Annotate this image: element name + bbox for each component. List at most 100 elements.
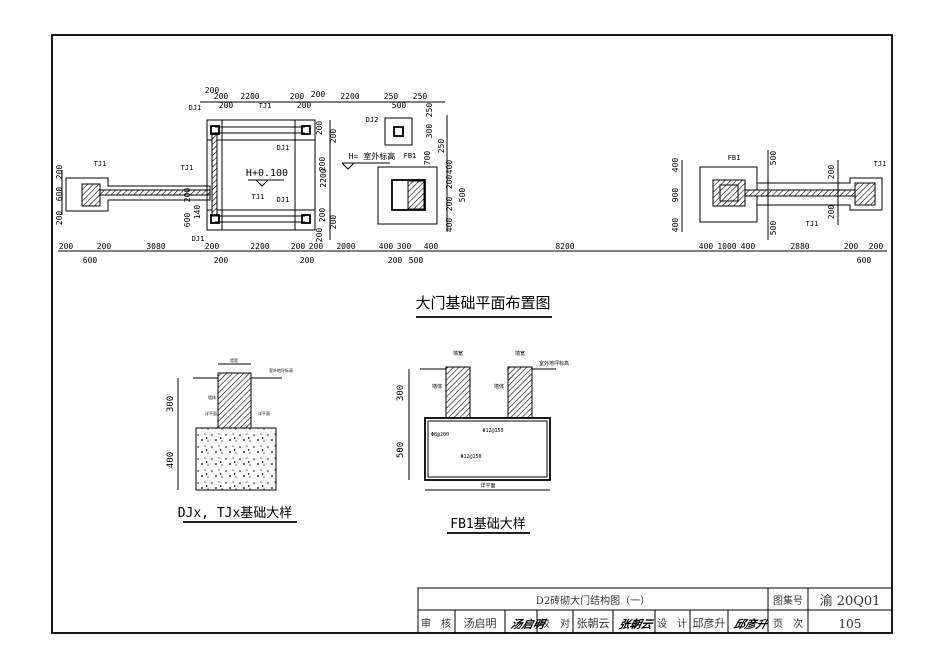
- title-block-page-label: 页 次: [773, 617, 803, 630]
- detail-label: Φ12@150: [482, 428, 503, 434]
- detail-label: 墙体: [494, 383, 504, 390]
- dimension-text: 2000: [336, 242, 355, 251]
- elevation-mark: [248, 179, 284, 187]
- fb1-left-wall: [407, 180, 425, 210]
- member-label: FB1: [728, 154, 741, 162]
- fb1-right-wall: [712, 179, 746, 207]
- dimension-text: 200: [59, 242, 74, 251]
- left-strip: [206, 119, 223, 231]
- dj2-footing: [384, 117, 413, 146]
- dimension-text: 900: [671, 188, 680, 203]
- dimension-text: 200: [297, 101, 312, 110]
- title-block-reviewer: 汤启明: [464, 616, 497, 630]
- column: [301, 214, 311, 224]
- dimension-text: 300: [397, 242, 412, 251]
- dimension-text: 200: [318, 157, 327, 172]
- detail-label: 详平面: [205, 410, 217, 416]
- detail-label: 墙体: [432, 383, 442, 390]
- column: [210, 214, 220, 224]
- member-label: DJ1: [277, 144, 290, 152]
- dimension-text: 300: [166, 396, 176, 412]
- column: [210, 125, 220, 135]
- dimension-text: 2200: [250, 242, 269, 251]
- foundation-plan: [58, 101, 887, 318]
- dimension-text: 2200: [240, 92, 259, 101]
- dimension-text: 1000: [717, 242, 736, 251]
- right-pad-column: [854, 182, 876, 206]
- fb1-left-opening: [391, 179, 426, 211]
- dimension-text: 200: [315, 228, 324, 243]
- member-label: TJ1: [259, 102, 272, 110]
- detail-title: DJx, TJx基础大样: [178, 506, 293, 521]
- dimension-text: 200: [388, 256, 403, 265]
- dimension-text: 500: [769, 221, 778, 236]
- dimension-text: 200: [329, 215, 338, 230]
- member-label: FB1: [404, 152, 417, 160]
- sheet-border: [51, 34, 893, 634]
- dimension-text: 200: [214, 92, 229, 101]
- dimension-text: 200: [309, 242, 324, 251]
- dimension-text: 400: [166, 452, 176, 468]
- member-label: DJ1: [192, 235, 205, 243]
- title-block-check-label: 校 对: [540, 617, 570, 630]
- right-strip: [294, 119, 316, 231]
- dimension-text: 200: [183, 188, 192, 203]
- dimension-text: 200: [55, 165, 64, 180]
- member-label: TJ1: [806, 220, 819, 228]
- dimension-text: 140: [193, 205, 202, 220]
- concrete-footing: [195, 427, 277, 491]
- member-label: DJ1: [277, 196, 290, 204]
- detail-label: 室外地坪标高: [269, 367, 293, 373]
- wall-section: [507, 366, 533, 419]
- dimension-text: 200: [318, 208, 327, 223]
- dimension-text: 500: [396, 442, 406, 458]
- member-label: TJ1: [94, 160, 107, 168]
- wall-section: [217, 372, 252, 429]
- dimension-text: 200: [311, 90, 326, 99]
- elevation-label: H+0.100: [246, 168, 288, 179]
- dimension-text: 2880: [790, 242, 809, 251]
- left-beam: [99, 189, 211, 196]
- title-block-checker: 张朝云: [577, 617, 610, 630]
- dimension-text: 200: [205, 242, 220, 251]
- member-label: TJ1: [181, 164, 194, 172]
- dimension-text: 200: [844, 242, 859, 251]
- dimension-text: 600: [857, 256, 872, 265]
- dimension-text: 2200: [319, 168, 328, 187]
- fb1-right-opening: [719, 184, 739, 202]
- dimension-text: 200: [827, 205, 836, 220]
- dimension-text: 500: [458, 188, 467, 203]
- dimension-text: 250: [384, 92, 399, 101]
- dimension-text: 8200: [555, 242, 574, 251]
- dimension-text: 500: [409, 256, 424, 265]
- dimension-text: 200: [214, 256, 229, 265]
- fb1-left-footing: [377, 166, 438, 225]
- outdoor-elevation-label: H= 室外标高: [349, 151, 395, 161]
- signature: 张朝云: [617, 617, 655, 631]
- detail-label: 墙体: [208, 394, 216, 400]
- dimension-text: 400: [671, 218, 680, 233]
- member-label: TJ1: [874, 160, 887, 168]
- dimension-text: 400: [445, 160, 454, 175]
- right-beam-outline: [757, 177, 883, 211]
- dimension-text: 250: [413, 92, 428, 101]
- dimension-text: 500: [392, 101, 407, 110]
- detail-label: 详平面: [480, 482, 495, 489]
- title-block-designer: 邱彦升: [693, 616, 726, 630]
- dimension-text: 400: [379, 242, 394, 251]
- left-pad-column: [81, 183, 101, 207]
- dimension-text: 400: [445, 218, 454, 233]
- dimension-text: 300: [396, 385, 406, 401]
- member-label: DJ1: [189, 104, 202, 112]
- wall-section: [445, 366, 471, 419]
- dimension-text: 200: [97, 242, 112, 251]
- detail-title: FB1基础大样: [450, 517, 525, 532]
- title-block-drawing-title: D2砖砌大门结构图（一）: [536, 594, 650, 607]
- detail-fb1: [408, 366, 556, 534]
- detail-label: 墙宽: [515, 350, 525, 357]
- rebar-cage: [427, 420, 548, 478]
- left-wall: [211, 132, 218, 217]
- dj2-column: [393, 126, 404, 137]
- title-block-review-label: 审 核: [421, 617, 451, 630]
